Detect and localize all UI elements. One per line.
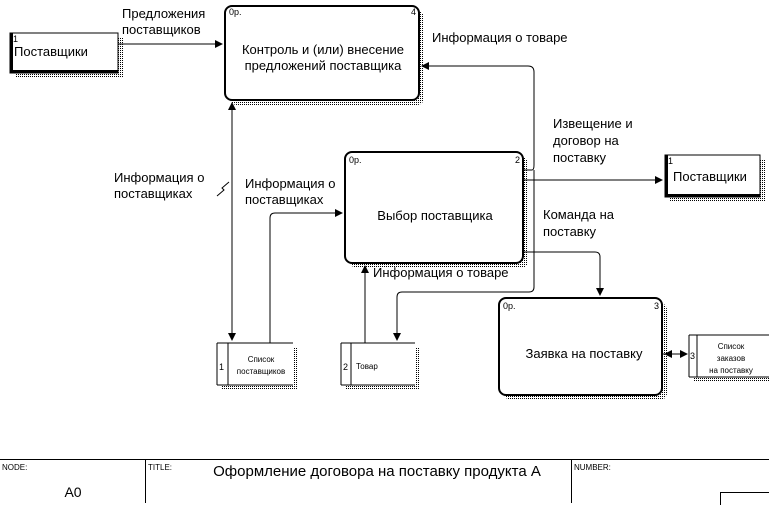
box-number: 3 xyxy=(654,301,659,311)
title-frame: NODE: A0 TITLE: Оформление договора на п… xyxy=(0,459,769,505)
arrow-delivery-command[interactable]: Команда на поставку xyxy=(523,207,615,296)
store-label-line: Список xyxy=(718,342,745,351)
arrow-label-line: Информация о xyxy=(114,170,204,185)
title-caption: TITLE: xyxy=(148,463,173,472)
number-box xyxy=(720,492,769,505)
external-suppliers-left[interactable]: 1 Поставщики xyxy=(9,32,123,78)
diagram-title: Оформление договора на поставку продукта… xyxy=(213,463,541,480)
box-label-line: Выбор поставщика xyxy=(377,208,493,223)
idef-diagram: 0р. 4 Контроль и (или) внесение предложе… xyxy=(9,5,769,400)
arrow-label-line: Информация о товаре xyxy=(432,30,568,45)
box-ref-label: 0р. xyxy=(503,301,516,311)
node-value: A0 xyxy=(64,484,82,500)
process-box-select-supplier[interactable]: 0р. 2 Выбор поставщика xyxy=(344,151,528,268)
arrow-label-line: договор на xyxy=(553,133,620,148)
arrow-label-line: поставщиков xyxy=(122,22,201,37)
box-ref-label: 0р. xyxy=(349,155,362,165)
arrow-label-line: поставщиках xyxy=(245,192,324,207)
external-label: Поставщики xyxy=(14,44,88,59)
store-order-list[interactable]: 3 Список заказов на поставку xyxy=(688,334,769,382)
arrow-label-line: Информация о xyxy=(245,176,335,191)
box-number: 2 xyxy=(515,155,520,165)
number-cell: NUMBER: xyxy=(572,460,769,505)
store-number: 1 xyxy=(219,362,224,372)
arrow-label-line: Команда на xyxy=(543,207,615,222)
process-box-control[interactable]: 0р. 4 Контроль и (или) внесение предложе… xyxy=(224,5,424,105)
number-caption: NUMBER: xyxy=(574,463,611,472)
external-number: 1 xyxy=(13,34,18,44)
store-supplier-list[interactable]: 1 Список поставщиков xyxy=(216,342,298,390)
store-label-line: поставщиков xyxy=(237,367,285,376)
store-label-line: Товар xyxy=(356,362,378,371)
arrow-label-line: Предложения xyxy=(122,6,205,21)
box-ref-label: 0р. xyxy=(229,7,242,17)
external-suppliers-right[interactable]: 1 Поставщики xyxy=(664,154,765,202)
box-label-line: Контроль и (или) внесение xyxy=(242,42,404,57)
box-number: 4 xyxy=(411,7,416,17)
arrow-label-line: поставку xyxy=(543,224,597,239)
external-label: Поставщики xyxy=(673,169,747,184)
store-label-line: заказов xyxy=(717,354,745,363)
arrow-supplier-info-bidirectional[interactable]: Информация о поставщиках xyxy=(114,102,236,341)
node-cell: NODE: A0 xyxy=(0,460,146,503)
store-number: 2 xyxy=(343,362,348,372)
process-box-delivery-request[interactable]: 0р. 3 Заявка на поставку xyxy=(498,297,667,400)
arrow-notice-contract[interactable]: Извещение и договор на поставку xyxy=(523,116,663,184)
arrow-product-info-to-control[interactable]: Информация о товаре xyxy=(421,30,568,171)
arrow-label-line: Информация о товаре xyxy=(373,265,509,280)
arrow-label-line: поставщиках xyxy=(114,186,193,201)
node-caption: NODE: xyxy=(2,463,28,472)
arrow-supplier-offers[interactable]: Предложения поставщиков xyxy=(118,6,223,48)
box-label-line: Заявка на поставку xyxy=(526,346,643,361)
box-label-line: предложений поставщика xyxy=(245,58,403,73)
store-number: 3 xyxy=(690,351,695,361)
store-label-line: на поставку xyxy=(709,366,753,375)
store-label-line: Список xyxy=(248,355,275,364)
title-cell: TITLE: Оформление договора на поставку п… xyxy=(146,460,572,503)
arrow-supplier-info-to-select[interactable]: Информация о поставщиках xyxy=(245,176,343,343)
arrow-label-line: поставку xyxy=(553,150,607,165)
arrow-label-line: Извещение и xyxy=(553,116,633,131)
store-product[interactable]: 2 Товар xyxy=(340,342,420,390)
squiggle-icon xyxy=(216,181,230,197)
arrow-product-info-to-store[interactable]: Информация о товаре xyxy=(373,170,535,341)
external-number: 1 xyxy=(668,156,673,166)
